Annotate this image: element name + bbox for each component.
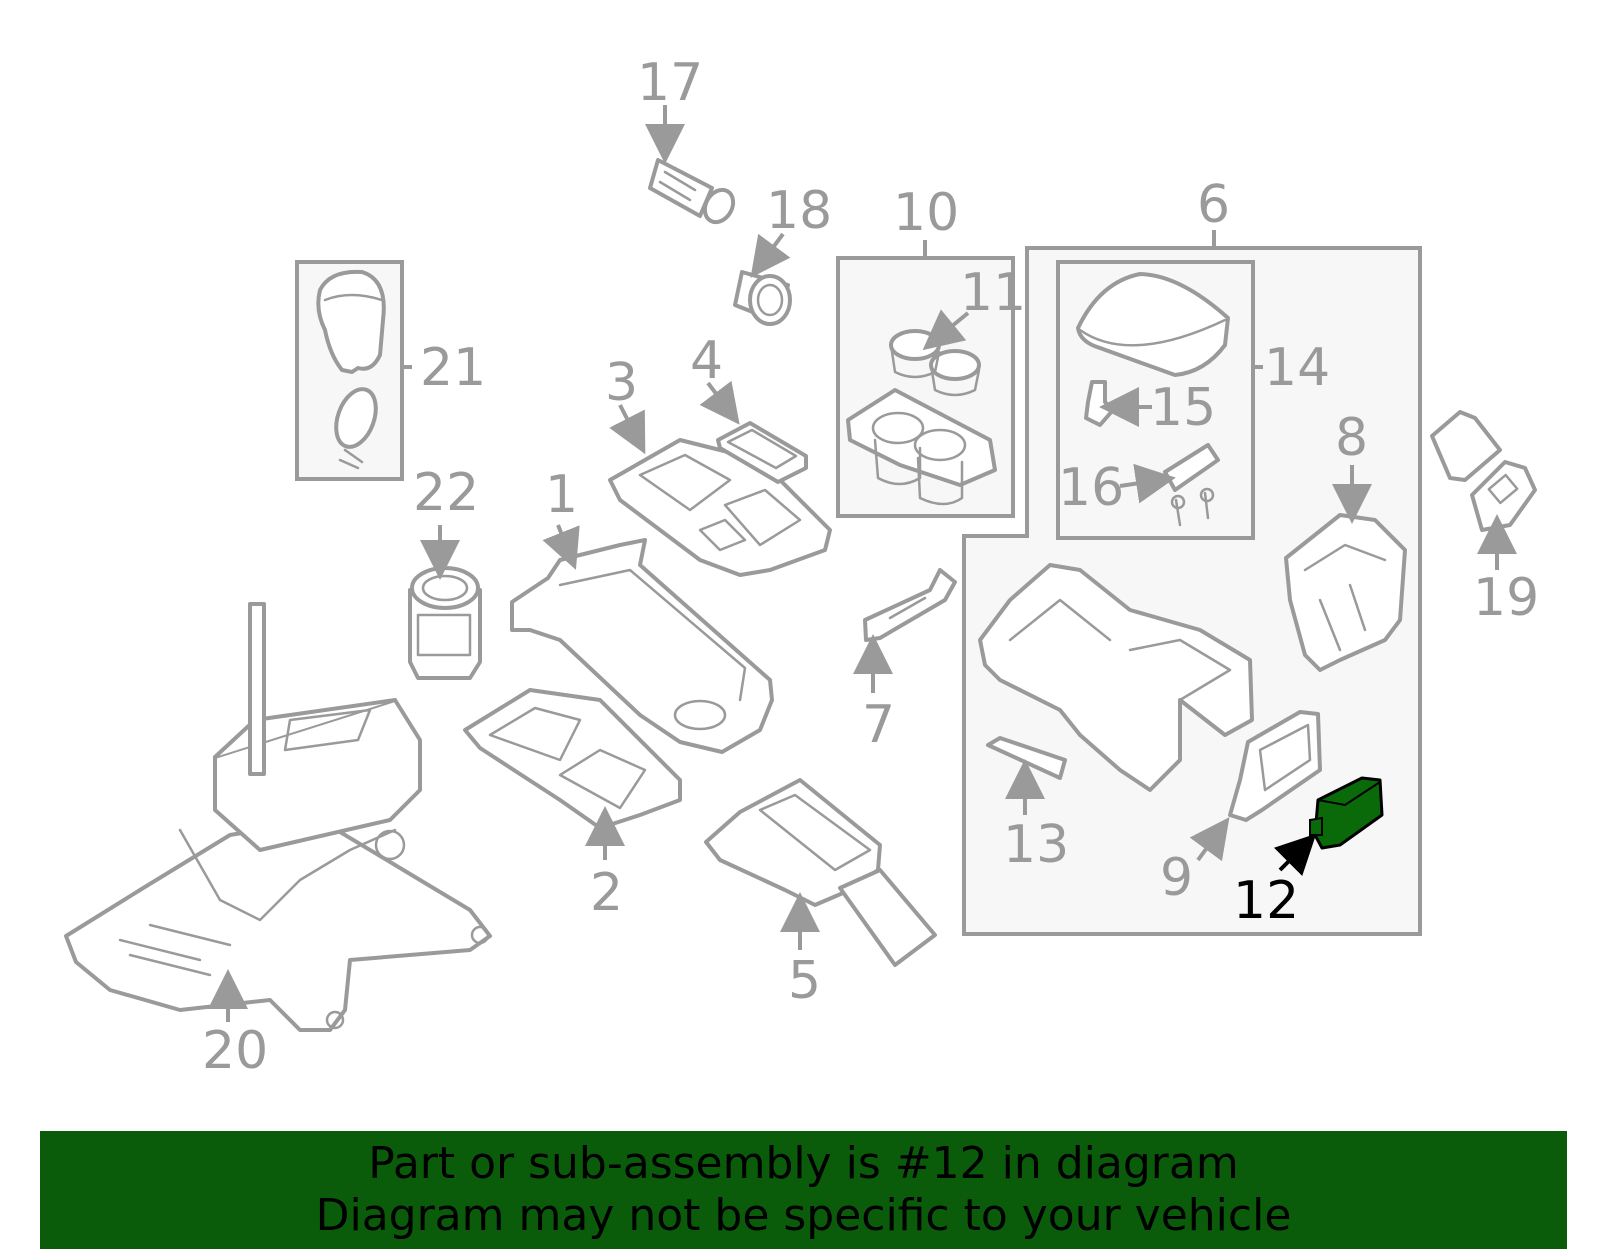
part-9-drawing (1228, 710, 1322, 822)
callout-18: 18 (766, 181, 832, 241)
part-4-drawing (716, 421, 808, 484)
info-banner: Part or sub-assembly is #12 in diagram D… (40, 1131, 1567, 1249)
callout-8: 8 (1335, 408, 1368, 468)
part-6-drawing (978, 563, 1254, 792)
part-21-drawing (316, 269, 386, 470)
banner-line-1: Part or sub-assembly is #12 in diagram (368, 1138, 1239, 1189)
callout-21: 21 (420, 338, 486, 398)
callout-16: 16 (1058, 458, 1124, 518)
part-5-drawing (704, 778, 937, 967)
callout-1: 1 (545, 465, 578, 525)
part-8-drawing (1284, 513, 1407, 672)
callout-2: 2 (590, 863, 623, 923)
callout-6: 6 (1197, 175, 1230, 235)
callout-19: 19 (1473, 568, 1539, 628)
callout-11: 11 (960, 263, 1026, 323)
part-17-drawing (648, 158, 736, 225)
callout-13: 13 (1003, 815, 1069, 875)
part-1-drawing (510, 538, 774, 754)
leader-arrows (208, 105, 1517, 1022)
part-18-drawing (733, 270, 792, 326)
part-20-drawing (64, 602, 492, 1032)
part-19-drawing (1430, 410, 1537, 532)
callout-20: 20 (202, 1021, 268, 1081)
part-7-drawing (863, 568, 957, 642)
callout-14: 14 (1264, 338, 1330, 398)
part-2-drawing (463, 688, 682, 830)
callout-3: 3 (605, 353, 638, 413)
callout-7: 7 (862, 695, 895, 755)
callout-15: 15 (1150, 378, 1216, 438)
part-10-drawing (846, 388, 997, 506)
callout-17: 17 (637, 53, 703, 113)
callout-4: 4 (690, 331, 723, 391)
banner-line-2: Diagram may not be specific to your vehi… (315, 1190, 1292, 1241)
part-22-drawing (408, 566, 482, 680)
callout-22: 22 (413, 463, 479, 523)
callout-10: 10 (893, 183, 959, 243)
part-14-drawing (1076, 272, 1230, 377)
callout-5: 5 (788, 951, 821, 1011)
callout-12: 12 (1233, 871, 1299, 931)
callout-9: 9 (1160, 848, 1193, 908)
